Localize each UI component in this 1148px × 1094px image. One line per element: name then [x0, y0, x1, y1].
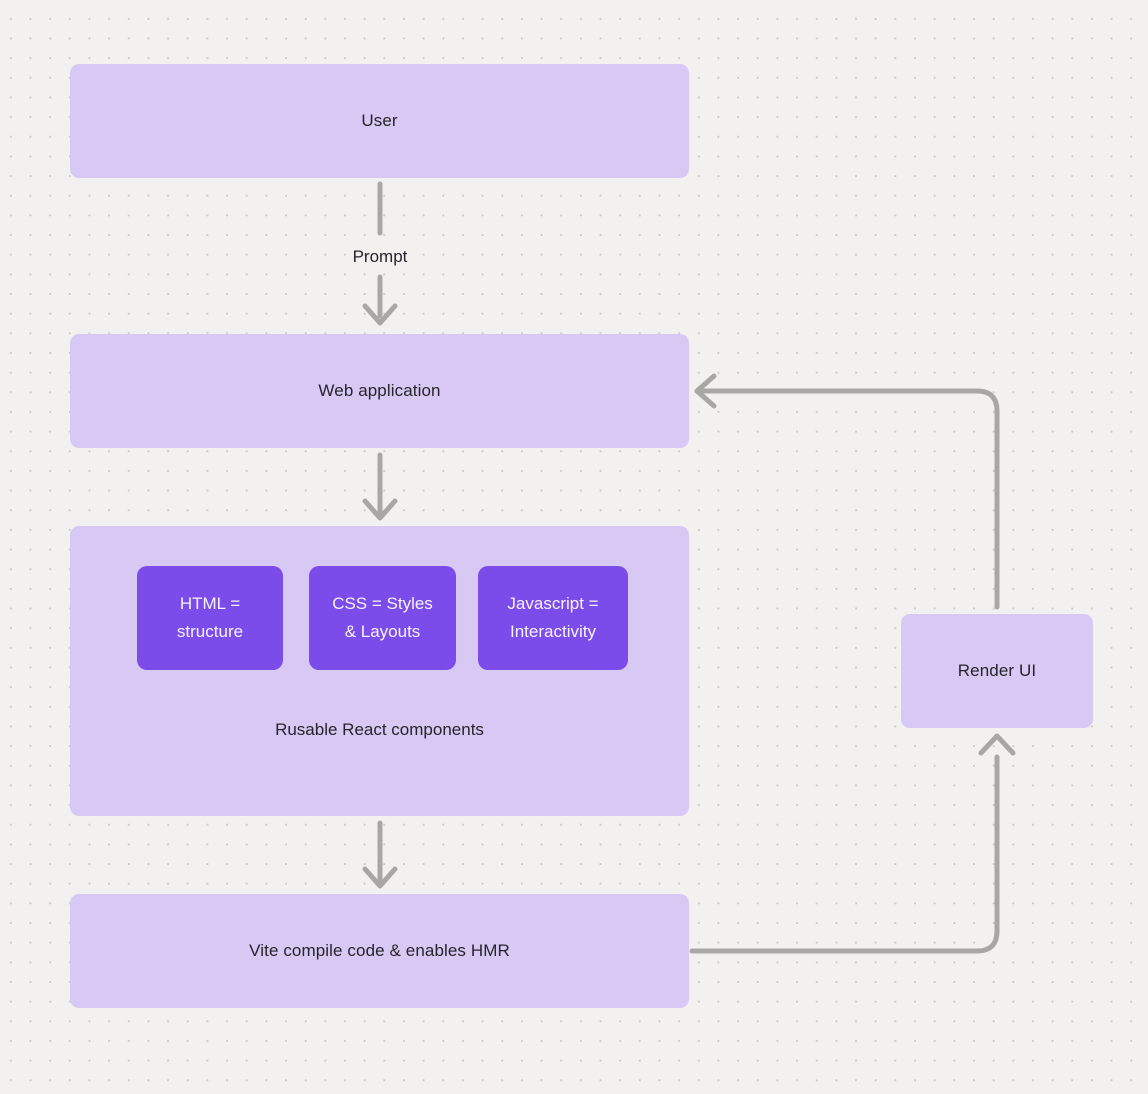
javascript-chip-line1: Javascript =	[507, 594, 599, 613]
render-ui-node: Render UI	[901, 614, 1093, 728]
css-chip-line1: CSS = Styles	[332, 594, 433, 613]
web-application-node: Web application	[70, 334, 689, 448]
javascript-chip-line2: Interactivity	[510, 622, 596, 641]
javascript-chip: Javascript = Interactivity	[478, 566, 628, 670]
html-chip: HTML = structure	[137, 566, 283, 670]
arrow-render-to-webapp-head	[694, 373, 717, 409]
user-node-label: User	[361, 111, 398, 130]
web-application-node-label: Web application	[318, 381, 441, 400]
components-group-caption: Rusable React components	[275, 720, 484, 739]
vite-node-label: Vite compile code & enables HMR	[249, 941, 510, 960]
user-node: User	[70, 64, 689, 178]
arrow-webapp-to-components-head	[362, 498, 398, 521]
css-chip-line2: & Layouts	[344, 622, 421, 641]
css-chip: CSS = Styles & Layouts	[309, 566, 456, 670]
render-ui-node-label: Render UI	[957, 661, 1037, 680]
vite-node: Vite compile code & enables HMR	[70, 894, 689, 1008]
arrow-render-to-webapp-shaft	[698, 388, 1000, 610]
arrow-vite-to-render-head	[978, 733, 1016, 756]
arrow-vite-to-render-shaft	[689, 754, 1000, 954]
html-chip-line1: HTML =	[179, 594, 241, 613]
arrow-prompt-to-webapp-head	[362, 303, 398, 326]
html-chip-line2: structure	[176, 622, 244, 641]
prompt-edge-label: Prompt	[352, 247, 408, 266]
arrow-components-to-vite-head	[362, 866, 398, 889]
